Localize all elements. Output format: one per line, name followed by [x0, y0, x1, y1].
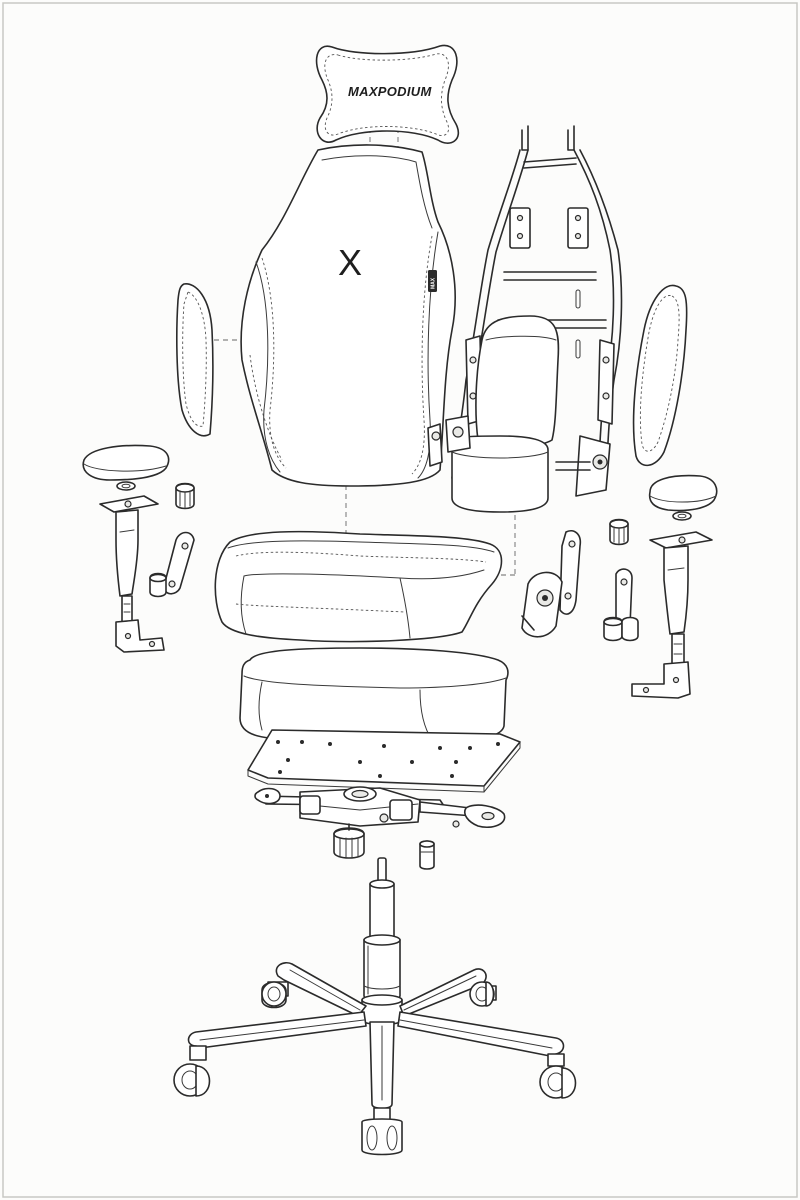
left-armrest-bracket [149, 531, 195, 598]
tilt-mechanism [254, 786, 506, 859]
caster-front [361, 1107, 403, 1156]
headrest-logo: MAXPODIUM [348, 84, 432, 99]
right-armrest-knob [609, 518, 629, 546]
seat-mounting-plate [247, 729, 521, 793]
left-armrest-pad [82, 444, 170, 481]
gas-lift-adapter-cap [419, 840, 435, 870]
left-armrest-washer [116, 481, 136, 491]
backrest-badge: MAX [431, 277, 437, 289]
gas-lift-cylinder [363, 857, 401, 1000]
plate-holes [276, 740, 500, 778]
backrest-cushion: X MAX [240, 144, 456, 487]
caster-back-right [469, 981, 497, 1007]
right-armrest-washer [672, 511, 692, 521]
seat-foam-base [239, 647, 509, 743]
right-armrest-pad [648, 474, 718, 512]
seat-cushion [214, 530, 503, 643]
right-armrest-column [631, 531, 713, 699]
caster-front-left [173, 1045, 211, 1097]
right-side-panel [632, 284, 688, 467]
headrest-pillow: MAXPODIUM [315, 44, 460, 144]
left-armrest-knob [175, 482, 195, 510]
left-side-panel [176, 283, 214, 437]
right-armrest-bracket [603, 568, 639, 642]
backrest-steel-frame [445, 125, 623, 513]
caster-back-left [261, 981, 289, 1009]
seat-hinge-bracket-right [521, 530, 582, 638]
backrest-badge-plate [428, 270, 437, 292]
caster-front-right [539, 1053, 577, 1099]
backrest-emblem: X [338, 242, 362, 283]
left-armrest-column [99, 495, 165, 653]
